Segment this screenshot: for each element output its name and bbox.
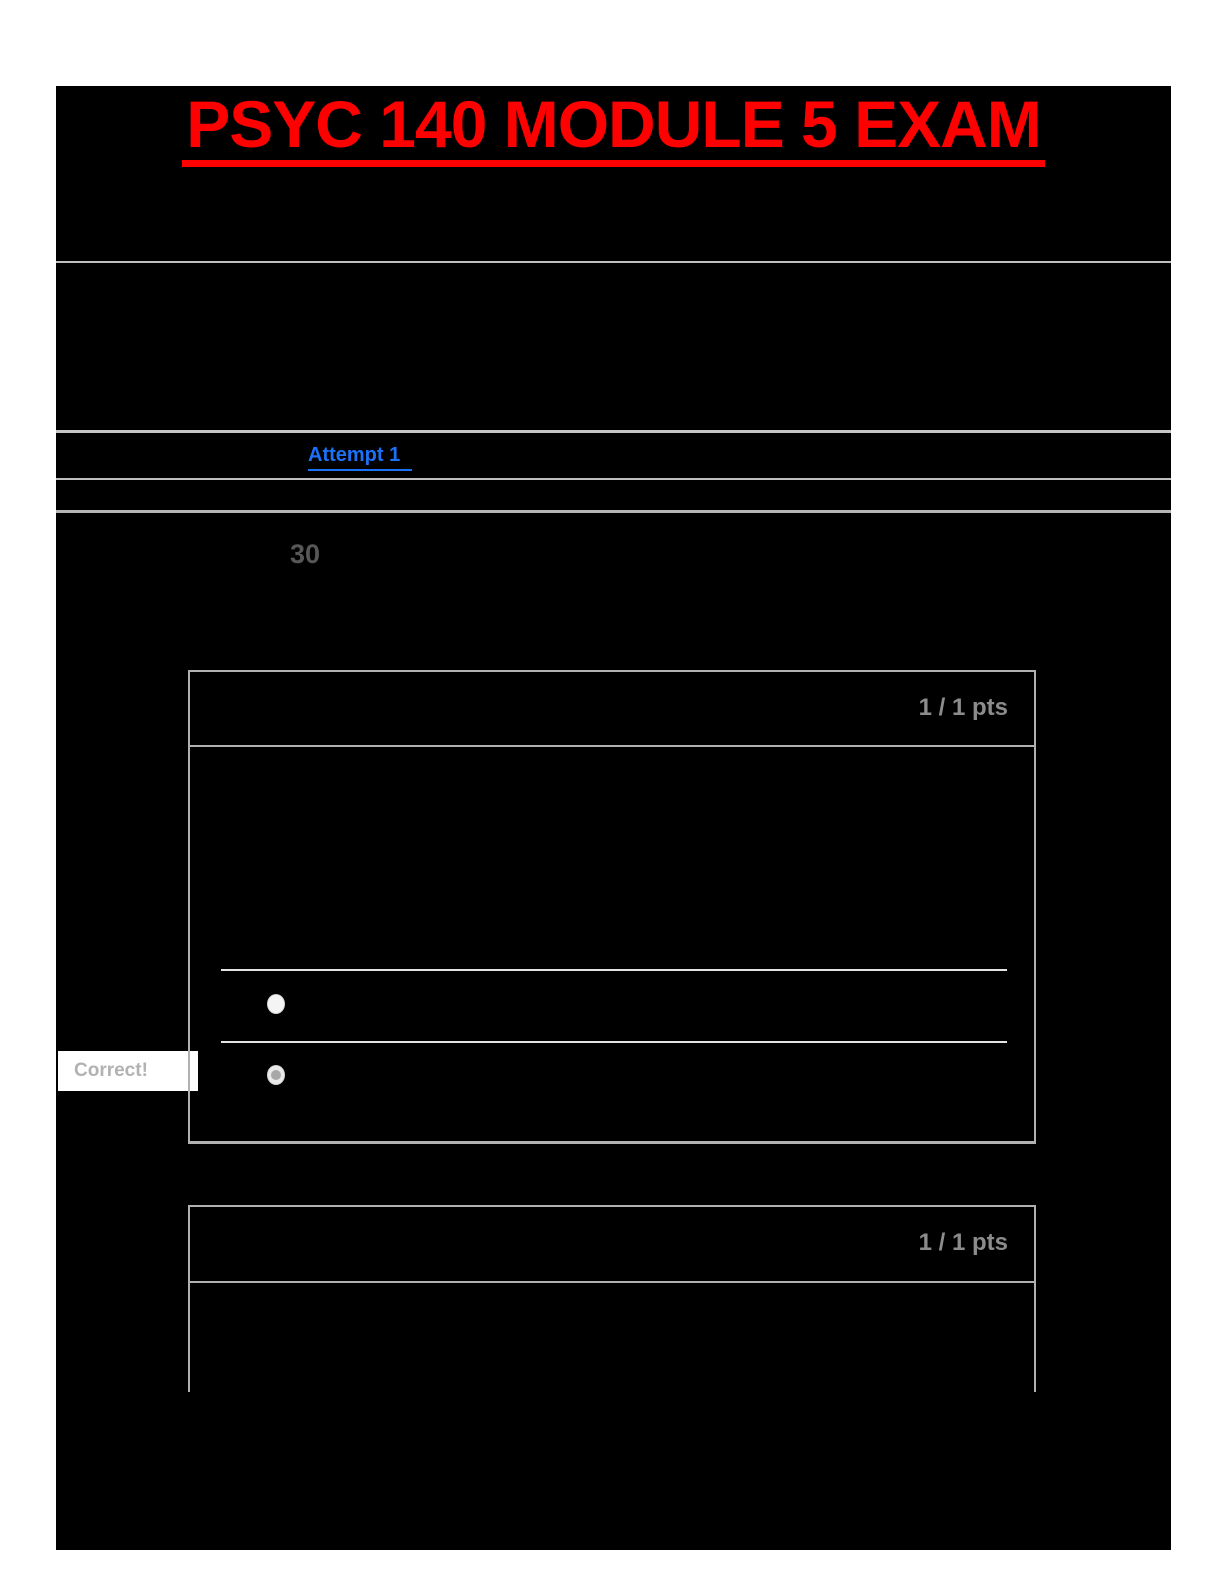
question-2-points-badge: 1 / 1 pts — [918, 1229, 1008, 1256]
quiz-score-value: 30 — [290, 539, 321, 569]
answer-radio-unselected[interactable] — [267, 994, 285, 1014]
question-1-points-badge: 1 / 1 pts — [918, 694, 1008, 721]
question-card-1: 1 / 1 pts — [188, 670, 1036, 1144]
section-divider — [56, 261, 1171, 263]
exam-content-block: PSYC 140 MODULE 5 EXAM Attempt 1 30 Corr… — [56, 86, 1171, 1550]
radio-dot-icon — [271, 1070, 281, 1080]
score-section-divider — [56, 510, 1171, 513]
attempt-link[interactable]: Attempt 1 — [308, 444, 413, 471]
question-card-2: 1 / 1 pts — [188, 1205, 1036, 1392]
answer-divider — [221, 1041, 1007, 1043]
answer-divider — [221, 969, 1007, 971]
correct-flag: Correct! — [58, 1051, 198, 1091]
attempt-table-top-divider — [56, 430, 1171, 433]
question-1-header: 1 / 1 pts — [190, 672, 1034, 747]
page-title: PSYC 140 MODULE 5 EXAM — [182, 86, 1045, 167]
correct-flag-label: Correct! — [74, 1060, 148, 1081]
question-1-answers — [190, 747, 1034, 1142]
answer-radio-selected[interactable] — [267, 1065, 285, 1085]
question-2-header: 1 / 1 pts — [190, 1207, 1034, 1283]
attempt-table-bottom-divider — [56, 478, 1171, 480]
title-row: PSYC 140 MODULE 5 EXAM — [56, 86, 1171, 167]
